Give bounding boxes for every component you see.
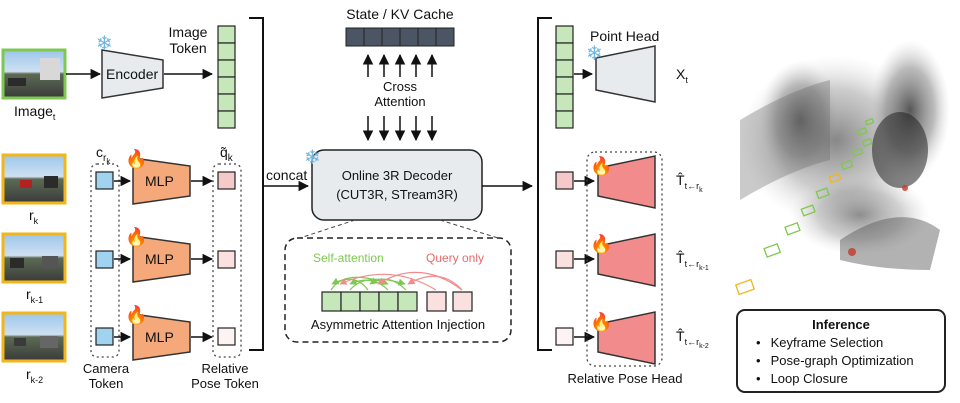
relative-pose-head-label: Relative Pose Head [567,371,683,386]
online-3r-decoder [311,149,483,221]
image-t-thumbnail [1,48,67,100]
mlp-label: MLP [145,251,174,267]
frame-rk-label: rk [29,207,39,226]
camera-token-group [90,163,120,358]
frame-rk2-label: rk-2 [26,366,44,385]
pose-head-block [597,155,656,209]
state-cache-blocks [345,27,455,47]
relative-pose-token-group [212,163,242,358]
attention-injection-panel [284,237,512,343]
inference-item: Keyframe Selection [756,335,884,350]
camera-token [95,250,114,269]
frame-rk1-label: rk-1 [26,286,44,305]
mlp-label: MLP [145,329,174,345]
pose-output-rk1: T̂t←rk-1 [676,250,709,272]
inference-panel: Inference Keyframe Selection Pose-graph … [736,309,946,393]
point-output-label: Xt [676,66,688,85]
attention-arcs [330,271,463,291]
cross-attention-arrows [362,53,438,142]
concat-label: concat [266,167,308,183]
frame-rk-thumbnail [1,153,67,205]
trainable-fire-icon: 🔥 [590,155,612,176]
trainable-fire-icon: 🔥 [590,233,612,254]
trainable-fire-icon: 🔥 [125,148,147,169]
trainable-fire-icon: 🔥 [125,226,147,247]
mlp-block [132,157,191,205]
attention-token-row [321,291,473,312]
pose-output-rk: T̂t←rk [676,172,703,194]
decoder-subtitle: (CUT3R, STream3R) [336,187,458,202]
point-cloud-visualization [740,40,950,270]
pose-head-block [597,233,656,287]
encoder-label: Encoder [106,66,159,82]
attention-caption: Asymmetric Attention Injection [310,317,486,332]
point-head-block [595,45,656,103]
self-attention-label: Self-attention [313,251,384,265]
point-head-label: Point Head [590,28,660,44]
pose-head-block [597,311,656,365]
image-token-stack [217,25,236,129]
trainable-fire-icon: 🔥 [125,304,147,325]
camera-trajectory [734,117,875,296]
concat-bracket [249,17,264,351]
inference-item: Pose-graph Optimization [756,353,914,368]
camera-token [95,327,114,346]
frame-rk2-thumbnail [1,311,67,363]
camera-token [95,171,114,190]
mlp-label: MLP [145,173,174,189]
camera-token-symbol: crk [96,144,111,166]
inference-item: Loop Closure [756,371,848,386]
output-token-stack [555,25,574,129]
relative-pose-head-group [586,151,663,367]
inference-title: Inference [812,317,870,332]
trainable-fire-icon: 🔥 [590,311,612,332]
encoder-block [101,49,164,99]
state-cache-label: State / KV Cache [346,6,454,22]
frozen-snowflake-icon: ❄ [96,33,113,55]
frozen-snowflake-icon: ❄ [304,147,321,169]
frozen-snowflake-icon: ❄ [586,43,603,65]
query-only-label: Query only [426,251,485,265]
decoder-title: Online 3R Decoder [341,168,453,183]
pose-output-rk2: T̂t←rk-2 [676,328,709,350]
mlp-block [132,313,191,361]
frame-rk1-thumbnail [1,232,67,284]
mlp-block [132,235,191,283]
relative-pose-token-symbol: q̃k [220,144,233,164]
split-bracket [537,17,552,351]
image-t-label: Imaget [14,103,56,122]
